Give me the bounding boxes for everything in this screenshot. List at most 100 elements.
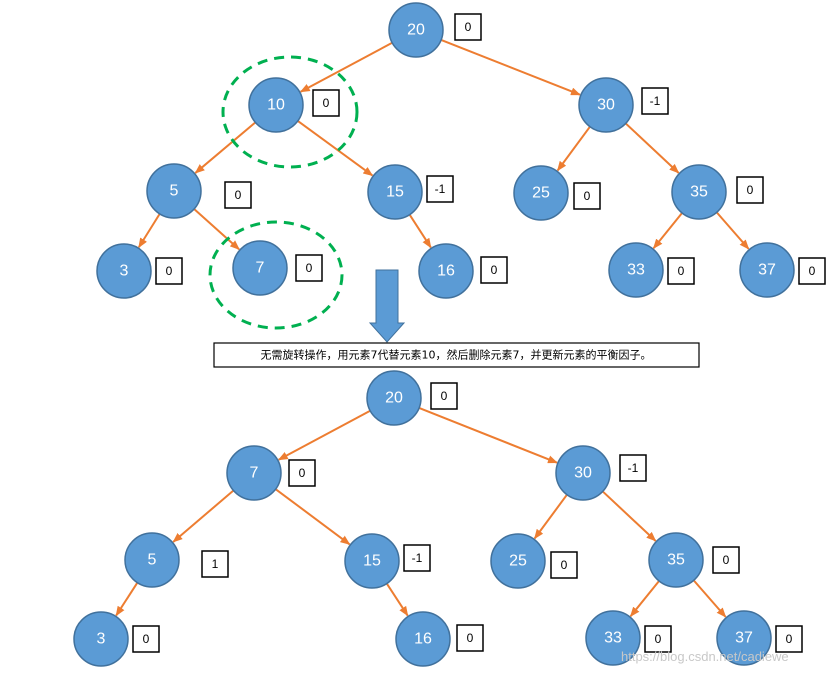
edge-before-15-16 [408,214,432,249]
tree-node-after-37: 37 0 [716,610,803,666]
node-circle [585,610,641,666]
balance-factor-box [641,87,669,115]
balance-factor-box [430,382,458,410]
node-value: 10 [267,97,285,114]
node-value: 5 [170,183,179,200]
node-circle [418,243,474,299]
balance-factor-value: 0 [467,631,474,645]
tree-node-before-37: 37 0 [739,242,826,298]
balance-factor-value: 0 [561,558,568,572]
balance-factor-box [736,176,764,204]
tree-node-after-16: 16 0 [395,611,484,667]
tree-node-before-25: 25 0 [513,165,601,221]
balance-factor-box [667,257,695,285]
tree-node-after-25: 25 0 [490,533,578,589]
balance-factor-value: 0 [323,96,330,110]
balance-factor-box [550,551,578,579]
node-value: 7 [250,465,259,482]
node-circle [232,240,288,296]
node-circle [96,243,152,299]
edge-after-7-15 [275,488,351,546]
node-circle [608,242,664,298]
node-value: 33 [627,262,645,279]
tree-node-before-15: 15-1 [367,164,454,220]
down-arrow-icon [368,269,406,343]
edge-before-35-37 [715,211,750,250]
node-value: 37 [758,262,776,279]
node-circle [716,610,772,666]
edge-after-35-33 [629,580,660,617]
edge-before-20-10 [299,41,393,93]
node-value: 25 [532,185,550,202]
balance-factor-value: 0 [747,183,754,197]
edge-before-35-33 [652,212,683,249]
balance-factor-value: -1 [412,551,423,565]
node-circle [124,532,180,588]
node-value: 16 [414,631,432,648]
node-value: 7 [256,260,265,277]
balance-factor-box [403,544,431,572]
tree-node-before-33: 33 0 [608,242,695,298]
edge-before-5-3 [137,213,161,249]
balance-factor-value: 0 [786,632,793,646]
balance-factor-value: 0 [809,264,816,278]
balance-factor-box [201,550,229,578]
node-circle [366,370,422,426]
edge-after-20-30 [418,407,558,464]
node-circle [739,242,795,298]
node-circle [73,611,129,667]
node-circle [344,533,400,589]
highlight-layer [208,55,359,330]
balance-factor-value: 0 [584,189,591,203]
balance-factor-box [132,625,160,653]
node-circle [490,533,546,589]
balance-factor-value: 0 [166,264,173,278]
tree-node-before-10: 10 0 [248,77,340,133]
edge-before-30-35 [625,122,680,174]
edge-after-15-16 [385,583,409,617]
highlight-circle-7 [208,220,344,330]
node-value: 30 [597,97,615,114]
balance-factor-box [775,625,803,653]
node-value: 30 [574,465,592,482]
node-value: 5 [148,552,157,569]
node-circle [395,611,451,667]
node-circle [367,164,423,220]
balance-factor-value: 0 [235,188,242,202]
balance-factor-value: 0 [465,20,472,34]
node-value: 20 [385,390,403,407]
edge-before-10-15 [297,120,374,177]
edge-before-20-30 [440,38,581,96]
node-value: 15 [363,553,381,570]
node-value: 3 [120,263,129,280]
node-value: 37 [735,630,753,647]
balance-factor-box [454,13,482,41]
balance-factor-value: 0 [723,553,730,567]
edges-layer [115,38,750,618]
node-circle [388,2,444,58]
balance-factor-value: 0 [306,261,313,275]
balance-factor-box [312,89,340,117]
watermark-text: https://blog.csdn.net/cadiewe [621,649,789,664]
node-circle [146,163,202,219]
balance-factor-value: 0 [299,466,306,480]
balance-factor-value: 0 [678,264,685,278]
node-circle [671,164,727,220]
balance-factor-box [224,181,252,209]
balance-factor-value: 0 [491,263,498,277]
balance-factor-value: 0 [655,632,662,646]
node-value: 20 [407,22,425,39]
balance-factor-box [155,257,183,285]
balance-factor-value: -1 [628,461,639,475]
node-value: 25 [509,553,527,570]
